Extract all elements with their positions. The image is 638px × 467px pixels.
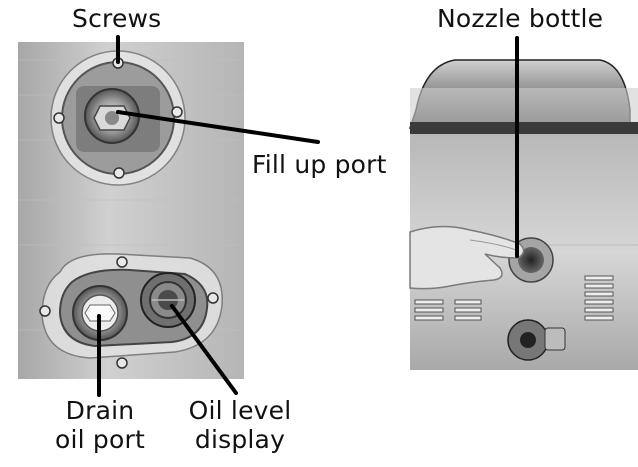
screw-icon	[116, 256, 128, 268]
label-drain-oil-port: Drain oil port	[48, 396, 152, 454]
oil-level-display	[140, 272, 196, 328]
screw-icons-lower	[39, 256, 219, 369]
drain-oil-port	[72, 285, 128, 341]
screw-icon	[39, 305, 51, 317]
right-machine-photo	[408, 59, 638, 370]
label-oil-level-display-line1: Oil level	[188, 396, 292, 425]
screw-icon	[113, 167, 125, 179]
fill-up-port-window	[50, 50, 186, 186]
hand-image	[409, 225, 525, 290]
label-oil-level-display: Oil level display	[180, 396, 300, 454]
screw-icon	[116, 357, 128, 369]
label-nozzle-bottle: Nozzle bottle	[437, 4, 604, 33]
screw-icon	[53, 112, 65, 124]
label-drain-oil-port-line1: Drain	[65, 396, 135, 425]
label-oil-level-display-line2: display	[194, 425, 286, 454]
label-screws: Screws	[72, 4, 162, 33]
label-drain-oil-port-line2: oil port	[55, 425, 145, 454]
screw-icon	[207, 292, 219, 304]
label-fill-up-port: Fill up port	[252, 150, 387, 179]
screw-icon	[171, 106, 183, 118]
vent-slots	[414, 275, 614, 321]
leader-line-oil-level-display	[170, 304, 238, 395]
nozzle-bottle-hole	[518, 247, 544, 273]
leader-lines	[97, 35, 519, 397]
leader-line-fill-up-port	[116, 110, 320, 144]
